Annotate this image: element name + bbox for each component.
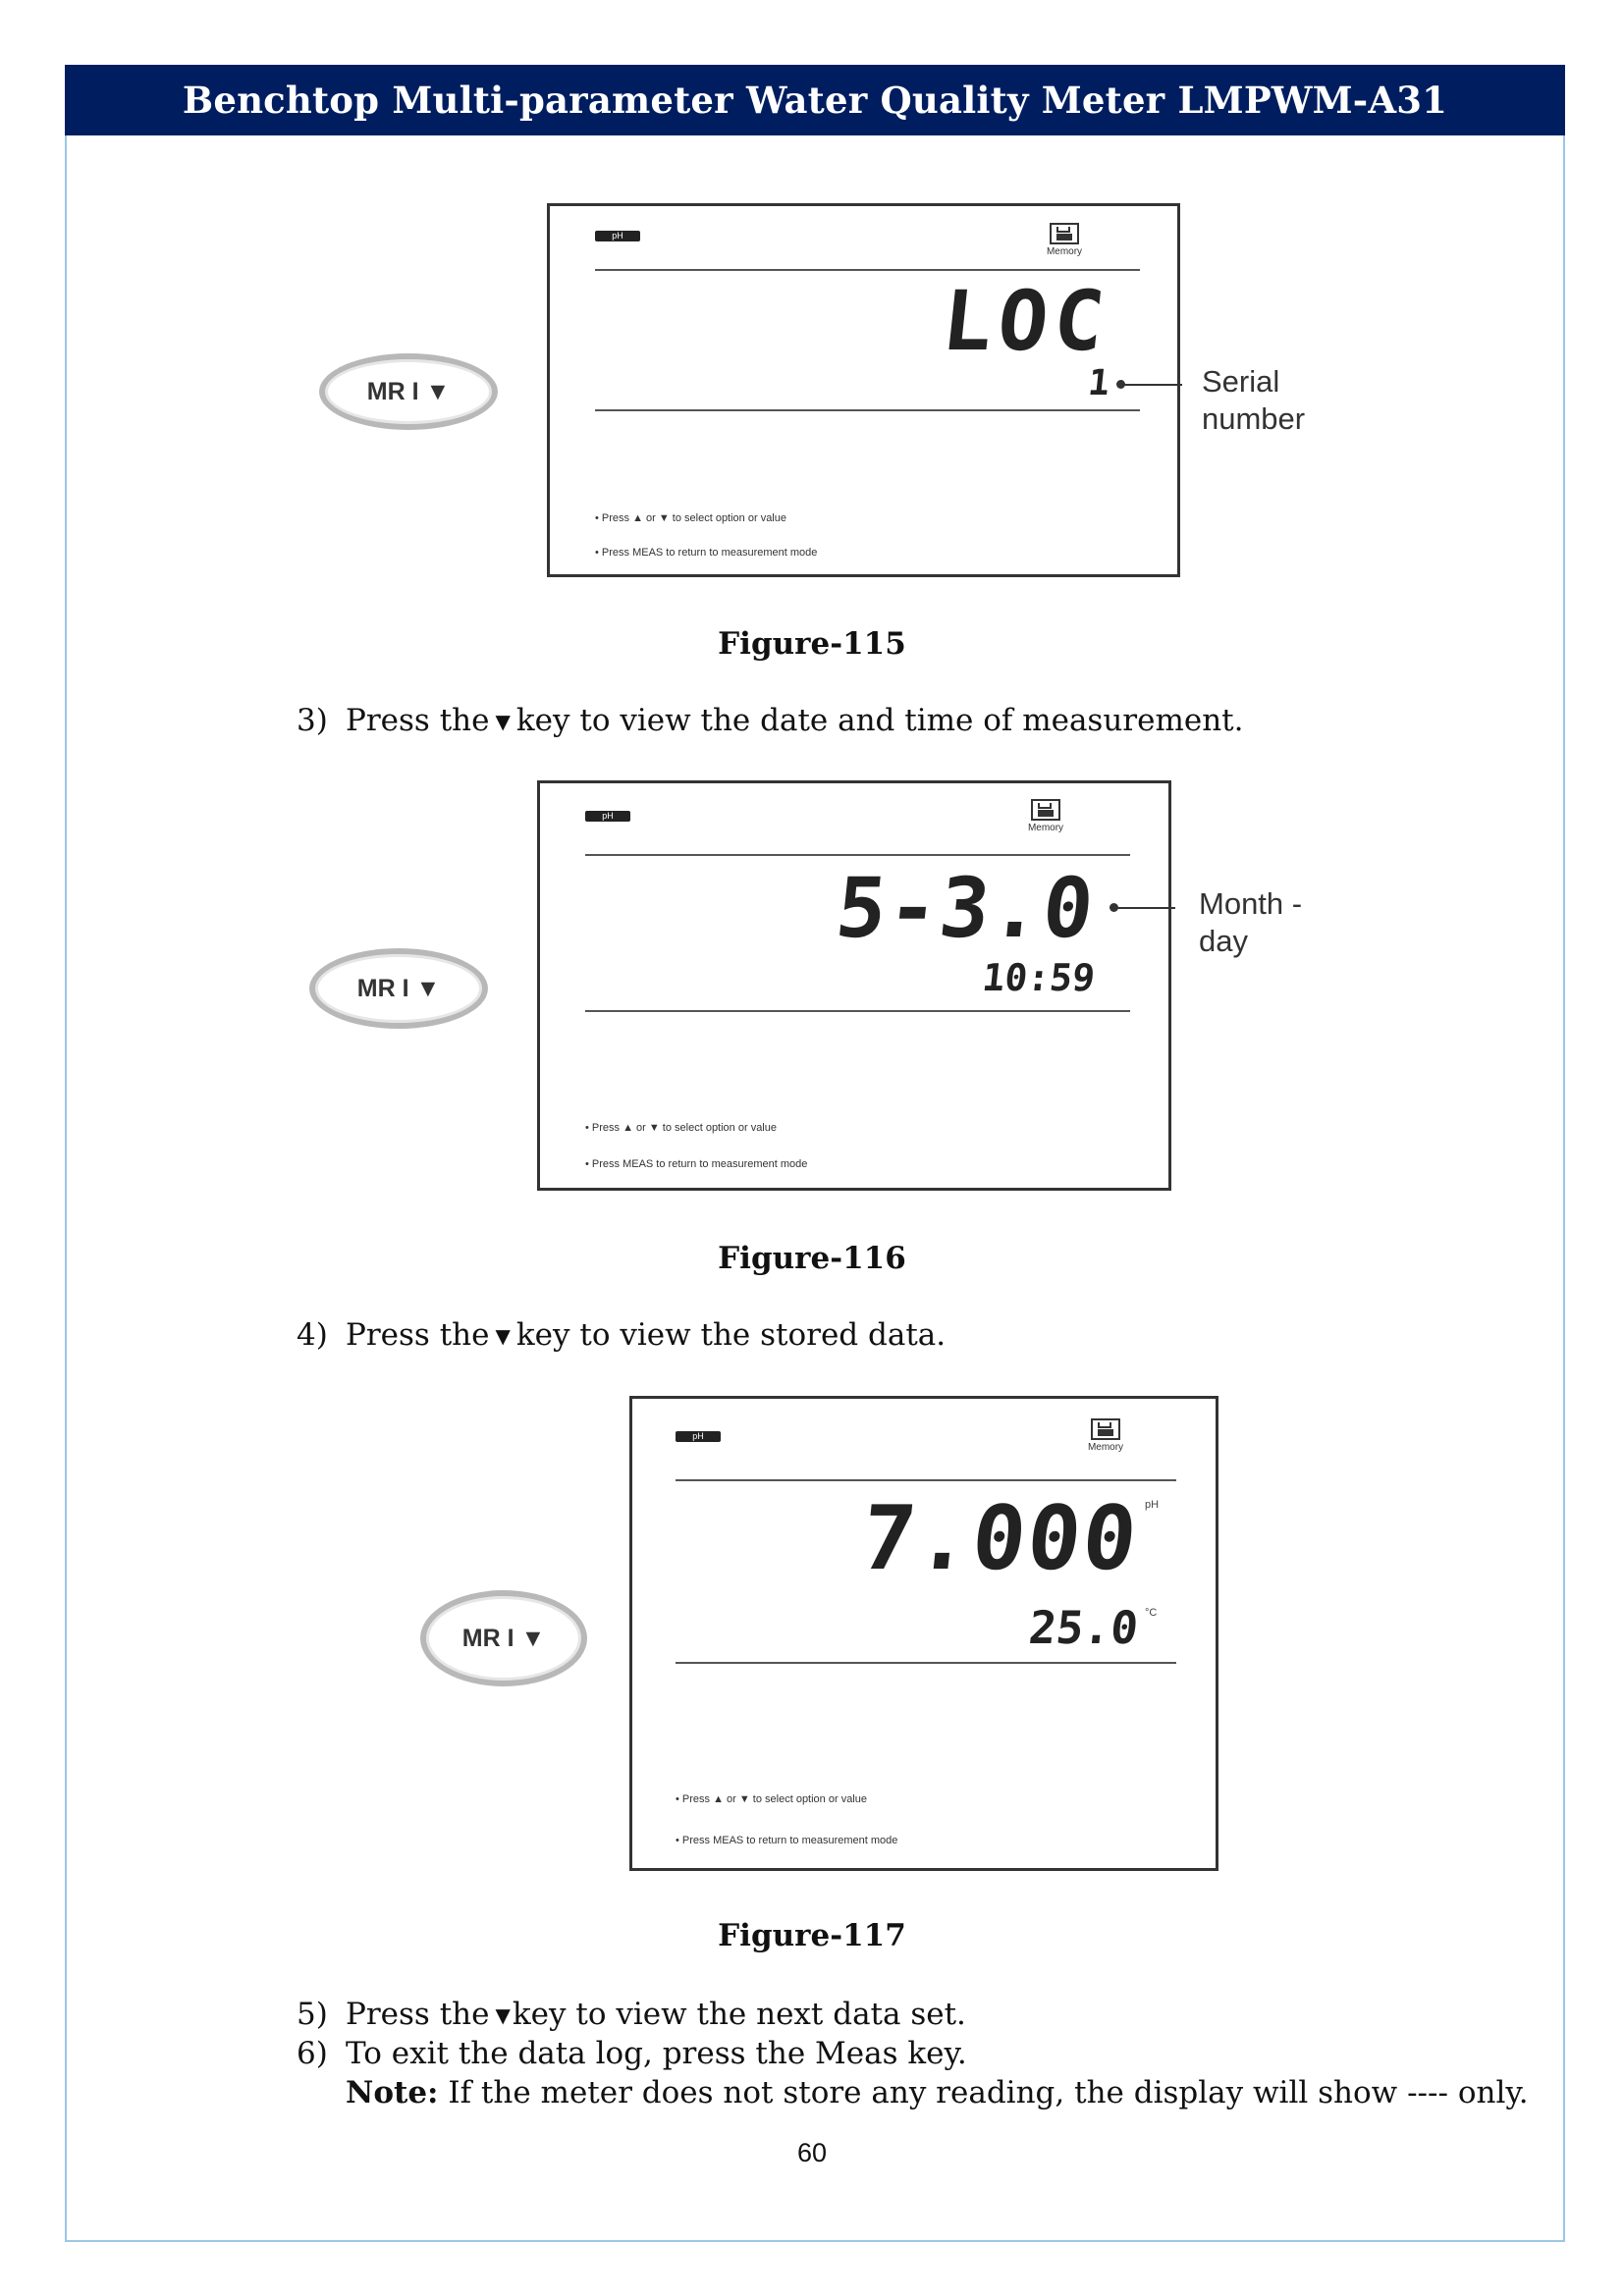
step-5: 5)Press the▼key to view the next data se… xyxy=(297,1997,966,2032)
divider xyxy=(585,854,1130,856)
figure-caption: Figure-116 xyxy=(718,1241,906,1276)
down-triangle-icon: ▼ xyxy=(495,710,511,733)
temperature-unit-label: °C xyxy=(1145,1607,1158,1619)
divider xyxy=(595,269,1140,271)
mr-key-button: MR I ▼ xyxy=(319,353,498,430)
ph-tag: pH xyxy=(585,811,630,822)
memory-icon: Memory xyxy=(1016,799,1075,833)
down-triangle-icon: ▼ xyxy=(495,1324,511,1348)
figure-caption: Figure-115 xyxy=(718,626,906,662)
callout-serial-number: Serial number xyxy=(1202,364,1306,436)
callout-month-day: Month - day xyxy=(1199,886,1303,958)
figure-caption: Figure-117 xyxy=(718,1918,906,1953)
note-select: • Press ▲ or ▼ to select option or value xyxy=(595,512,786,524)
secondary-reading: 10:59 xyxy=(980,956,1098,999)
memory-icon: Memory xyxy=(1076,1418,1135,1453)
primary-reading: 7.000 xyxy=(856,1487,1144,1590)
ph-tag: pH xyxy=(595,231,640,241)
note-select: • Press ▲ or ▼ to select option or value xyxy=(585,1122,777,1134)
note: Note: If the meter does not store any re… xyxy=(346,2075,1529,2110)
secondary-reading: 1 xyxy=(1086,363,1112,403)
callout-dot xyxy=(1116,380,1125,389)
memory-icon: Memory xyxy=(1035,223,1094,257)
mr-key-button: MR I ▼ xyxy=(309,948,488,1029)
primary-reading: LOC xyxy=(938,273,1115,369)
lcd-display: pH Memory 7.000 pH 25.0 °C • Press ▲ or … xyxy=(629,1396,1218,1871)
mr-key-button: MR I ▼ xyxy=(420,1590,587,1686)
step-3: 3)Press the▼key to view the date and tim… xyxy=(297,703,1244,738)
document-header: Benchtop Multi-parameter Water Quality M… xyxy=(65,65,1565,135)
divider xyxy=(676,1479,1176,1481)
primary-reading: 5-3.0 xyxy=(831,860,1101,956)
ph-tag: pH xyxy=(676,1431,721,1442)
lcd-display: pH Memory LOC 1 • Press ▲ or ▼ to select… xyxy=(547,203,1180,577)
callout-line xyxy=(1116,907,1175,909)
divider xyxy=(585,1010,1130,1012)
note-meas: • Press MEAS to return to measurement mo… xyxy=(595,547,818,559)
secondary-reading: 25.0 xyxy=(1026,1601,1141,1654)
divider xyxy=(676,1662,1176,1664)
step-6: 6)To exit the data log, press the Meas k… xyxy=(297,2036,967,2071)
note-meas: • Press MEAS to return to measurement mo… xyxy=(676,1835,898,1846)
ph-unit-label: pH xyxy=(1145,1499,1160,1511)
callout-line xyxy=(1123,384,1182,386)
lcd-display: pH Memory 5-3.0 10:59 • Press ▲ or ▼ to … xyxy=(537,780,1171,1191)
divider xyxy=(595,409,1140,411)
page-number: 60 xyxy=(796,2138,828,2167)
down-triangle-icon: ▼ xyxy=(495,2003,511,2027)
note-meas: • Press MEAS to return to measurement mo… xyxy=(585,1158,808,1170)
callout-dot xyxy=(1110,903,1118,912)
step-4: 4)Press the▼key to view the stored data. xyxy=(297,1317,947,1353)
note-select: • Press ▲ or ▼ to select option or value xyxy=(676,1793,867,1805)
